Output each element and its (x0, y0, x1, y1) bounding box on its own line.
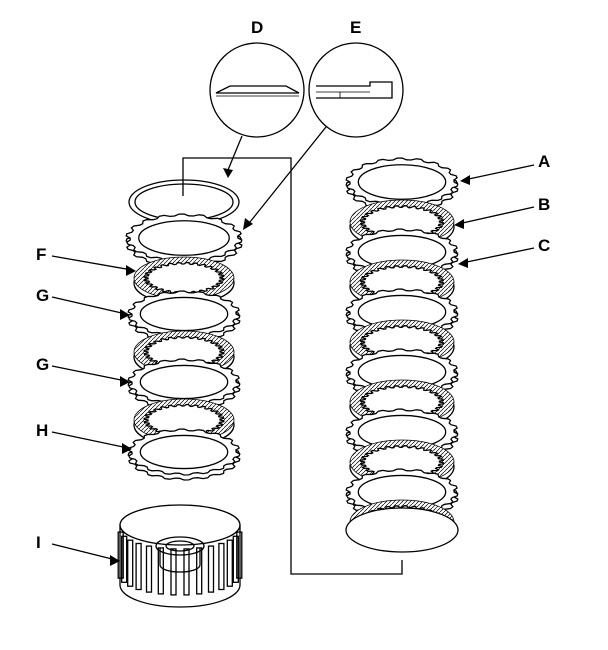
detail-d-circle (209, 42, 305, 178)
label-e: E (350, 18, 361, 37)
label-f: F (36, 245, 46, 264)
right-bottom-plate (345, 507, 459, 553)
end-plate (125, 213, 243, 268)
steel-plate-h (127, 428, 241, 481)
label-d: D (251, 18, 263, 37)
clutch-drum (117, 504, 243, 608)
detail-e-circle (243, 42, 404, 230)
callout-leaders (51, 164, 535, 566)
stack-connector-line (182, 157, 403, 575)
label-g-lower: G (36, 355, 49, 374)
right-plate-stack (345, 157, 459, 553)
label-c: C (538, 236, 550, 255)
right-end-plate-a (345, 157, 459, 212)
label-g-upper: G (36, 286, 49, 305)
label-a: A (538, 152, 550, 171)
label-i: I (36, 533, 41, 552)
steel-plate-g-lower (127, 358, 241, 411)
steel-plate-g-upper (127, 290, 241, 343)
friction-disc-f (133, 256, 235, 305)
label-b: B (538, 195, 550, 214)
left-plate-stack (125, 179, 243, 481)
label-h: H (36, 421, 48, 440)
